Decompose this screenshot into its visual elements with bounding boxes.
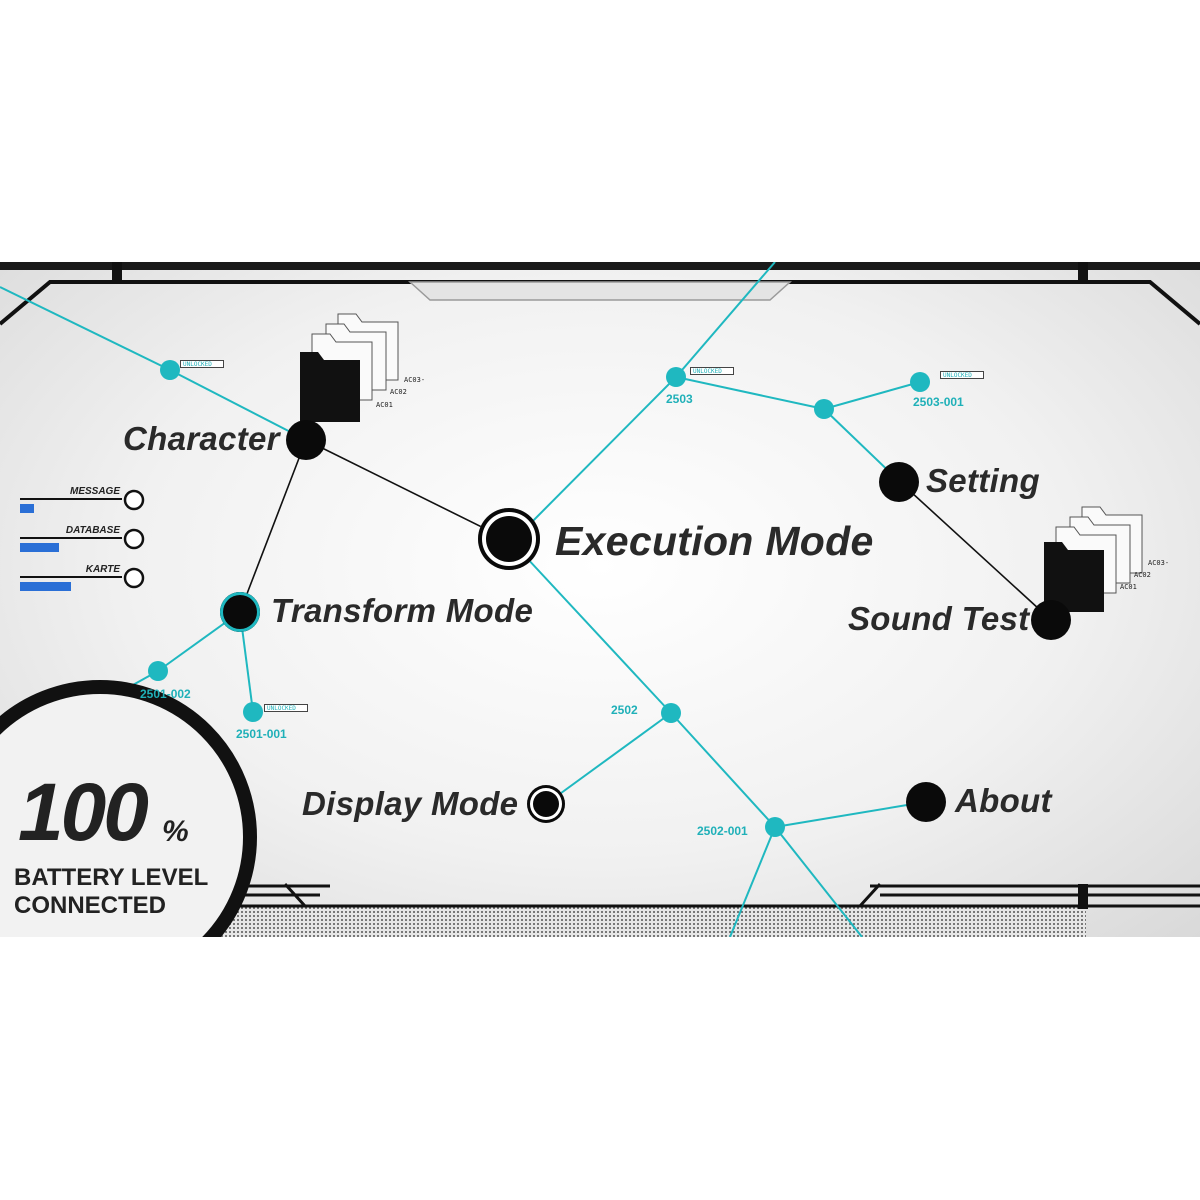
about-node-button[interactable]: [906, 782, 946, 822]
black-connections: [239, 439, 1052, 621]
database-indicator: [123, 528, 145, 550]
display-mode-node-button[interactable]: [527, 785, 565, 823]
sound-test-node-button[interactable]: [1031, 600, 1071, 640]
setting-node-button[interactable]: [879, 462, 919, 502]
teal-junctions: [148, 360, 930, 837]
execution-mode-label[interactable]: Execution Mode: [555, 518, 874, 564]
about-label[interactable]: About: [955, 782, 1052, 819]
folder-label: AC03-: [404, 376, 426, 384]
node-label-2503: 2503: [666, 392, 693, 406]
battery-value: 100: [18, 767, 149, 858]
display-mode-label[interactable]: Display Mode: [302, 785, 519, 822]
database-level-bar: [20, 543, 59, 552]
folder-label: AC01: [376, 401, 393, 409]
connection-status-label: CONNECTED: [14, 892, 167, 919]
folder-label: AC03-: [1148, 559, 1170, 567]
sound-test-label[interactable]: Sound Test: [848, 600, 1030, 637]
battery-level-label: BATTERY LEVEL: [14, 864, 209, 891]
battery-unit: %: [162, 815, 189, 848]
node-dot: [160, 360, 180, 380]
node-dot: [814, 399, 834, 419]
execution-mode-node-button[interactable]: [478, 508, 540, 570]
node-label-2502-001: 2502-001: [697, 824, 748, 838]
message-indicator: [123, 489, 145, 511]
node-dot: [765, 817, 785, 837]
unlocked-tag: UNLOCKED: [264, 704, 308, 712]
karte-level-bar: [20, 582, 71, 591]
folder-label: AC01: [1120, 583, 1137, 591]
unlocked-tag: UNLOCKED: [940, 371, 984, 379]
status-label-karte: KARTE: [85, 564, 120, 575]
folder-stack-top: [300, 313, 399, 422]
node-dot: [661, 703, 681, 723]
folder-stack-right: [1044, 506, 1143, 612]
karte-indicator: [123, 567, 145, 589]
node-label-2502: 2502: [611, 703, 638, 717]
node-dot: [148, 661, 168, 681]
character-label[interactable]: Character: [123, 420, 280, 457]
node-dot: [243, 702, 263, 722]
bottom-frame: [200, 882, 1200, 937]
frame-and-connections: [0, 262, 1200, 937]
message-level-bar: [20, 504, 34, 513]
status-bars: [20, 489, 145, 591]
node-dot: [910, 372, 930, 392]
status-label-message: MESSAGE: [69, 486, 120, 497]
status-label-database: DATABASE: [65, 525, 120, 536]
setting-label[interactable]: Setting: [926, 462, 1040, 499]
unlocked-tag: UNLOCKED: [690, 367, 734, 375]
menu-screen: MESSAGE DATABASE KARTE UNLOCKED UNLOCKED…: [0, 262, 1200, 937]
top-frame: [0, 262, 1200, 326]
folder-label: AC02: [1134, 571, 1151, 579]
transform-mode-node-button[interactable]: [220, 592, 260, 632]
node-dot: [666, 367, 686, 387]
battery-gauge: [0, 680, 257, 937]
folder-label: AC02: [390, 388, 407, 396]
transform-mode-label[interactable]: Transform Mode: [271, 592, 534, 629]
character-node-button[interactable]: [286, 420, 326, 460]
node-label-2501-001: 2501-001: [236, 727, 287, 741]
unlocked-tag: UNLOCKED: [180, 360, 224, 368]
node-label-2501-002: 2501-002: [140, 687, 191, 701]
node-label-2503-001: 2503-001: [913, 395, 964, 409]
